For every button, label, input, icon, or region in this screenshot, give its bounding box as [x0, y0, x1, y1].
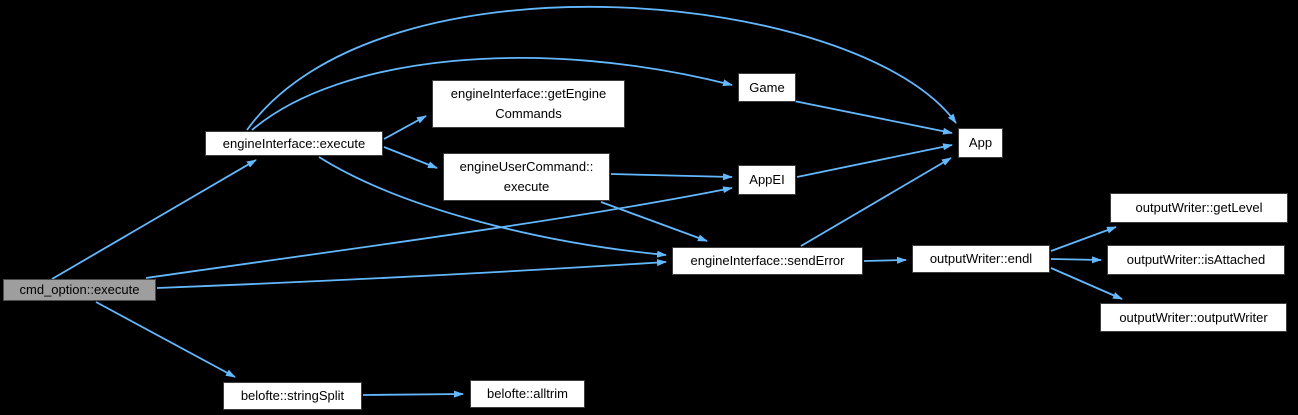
graph-node-outputWriter_endl[interactable]: outputWriter::endl: [912, 245, 1050, 273]
graph-node-outputWriter_getLevel[interactable]: outputWriter::getLevel: [1110, 193, 1288, 223]
graph-node-engineInterface_sendError[interactable]: engineInterface::sendError: [672, 247, 863, 275]
graph-node-label: App: [968, 135, 993, 150]
graph-node-label: engineInterface::getEngine: [450, 86, 607, 101]
graph-node-label: cmd_option::execute: [19, 282, 140, 297]
graph-node-App[interactable]: App: [958, 128, 1003, 158]
edge-outputWriter_endl-to-outputWriter_isAttached: [1050, 256, 1102, 264]
graph-node-Game[interactable]: Game: [738, 73, 796, 102]
edge-engineInterface_sendError-to-outputWriter_endl: [863, 256, 907, 264]
graph-node-belofte_stringSplit[interactable]: belofte::stringSplit: [223, 382, 362, 410]
graph-node-cmd_option_execute[interactable]: cmd_option::execute: [3, 279, 156, 301]
graph-node-label: AppEI: [749, 172, 785, 187]
graph-node-label: engineUserCommand::: [459, 159, 594, 174]
graph-node-belofte_alltrim[interactable]: belofte::alltrim: [470, 380, 585, 408]
graph-node-label: engineInterface::execute: [222, 135, 366, 151]
edge-cmd_option_execute-to-belofte_stringSplit: [95, 301, 236, 378]
graph-node-AppEI[interactable]: AppEI: [738, 165, 796, 195]
graph-node-label: Commands: [495, 106, 562, 121]
edge-engineInterface_execute-to-engineUserCommand_execute: [383, 146, 438, 169]
edge-engineInterface_sendError-to-App: [800, 157, 952, 247]
edge-AppEI-to-App: [796, 143, 953, 178]
edge-outputWriter_endl-to-outputWriter_outputWriter: [1050, 267, 1123, 300]
edge-engineInterface_execute-to-Game: [251, 57, 733, 131]
edge-engineInterface_execute-to-engineInterface_sendError: [318, 156, 667, 258]
graph-node-label: execute: [503, 179, 550, 194]
graph-node-label: outputWriter::outputWriter: [1119, 309, 1268, 325]
edge-outputWriter_endl-to-outputWriter_getLevel: [1050, 226, 1117, 252]
graph-node-label: outputWriter::getLevel: [1135, 200, 1263, 215]
graph-node-label: belofte::alltrim: [487, 386, 568, 401]
edge-engineUserCommand_execute-to-engineInterface_sendError: [600, 201, 708, 242]
edge-cmd_option_execute-to-AppEI: [145, 186, 733, 279]
edge-cmd_option_execute-to-engineInterface_execute: [51, 159, 257, 280]
edge-engineUserCommand_execute-to-AppEI: [610, 173, 733, 181]
graph-node-label: Game: [749, 79, 785, 95]
graph-node-label: outputWriter::isAttached: [1126, 252, 1266, 267]
edge-cmd_option_execute-to-engineInterface_sendError: [156, 259, 667, 289]
edge-engineInterface_execute-to-engineInterface_getEngineCommands: [383, 115, 427, 140]
graph-node-outputWriter_outputWriter[interactable]: outputWriter::outputWriter: [1100, 303, 1287, 332]
graph-node-engineUserCommand_execute[interactable]: engineUserCommand::execute: [443, 153, 610, 201]
edge-engineInterface_execute-to-App: [246, 5, 957, 131]
graph-node-label: outputWriter::endl: [929, 251, 1033, 266]
graph-node-label: engineInterface::sendError: [690, 253, 845, 268]
graph-node-outputWriter_isAttached[interactable]: outputWriter::isAttached: [1107, 245, 1285, 275]
edge-Game-to-App: [793, 100, 953, 135]
graph-node-label: belofte::stringSplit: [240, 388, 345, 403]
graph-node-engineInterface_execute[interactable]: engineInterface::execute: [205, 131, 383, 156]
edge-belofte_stringSplit-to-belofte_alltrim: [362, 390, 464, 398]
